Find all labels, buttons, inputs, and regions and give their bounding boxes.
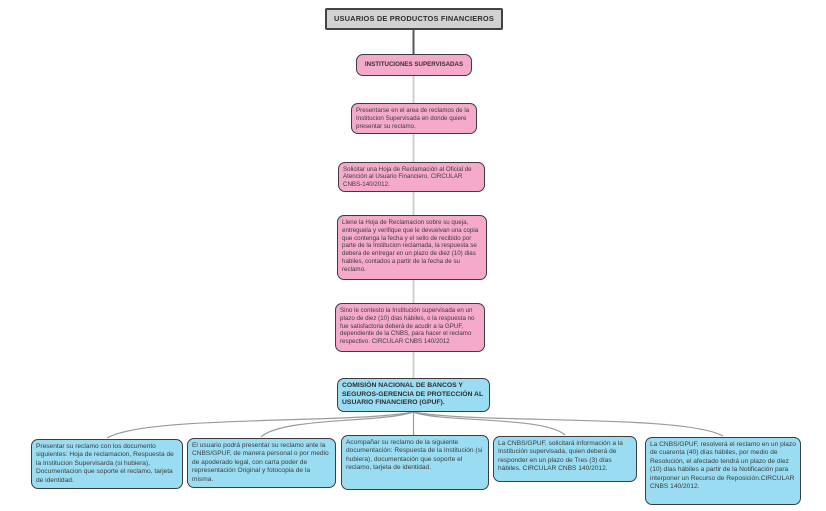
node-branch-solicitud-informacion-institucion[interactable]: La CNBS/GPUF, solicitará información a l… (493, 436, 637, 482)
node-instituciones-supervisadas[interactable]: INSTITUCIONES SUPERVISADAS (356, 54, 472, 76)
node-branch-presentar-personal-o-apoderado[interactable]: El usuario podrá presentar su reclamo an… (187, 438, 336, 489)
node-branch-resolucion-cuarenta-dias[interactable]: La CNBS/GPUF, resolverá el reclamo en un… (645, 437, 801, 505)
connector-gpuf-branch0 (106, 411, 414, 439)
connector-gpuf-branch4 (412, 411, 724, 437)
node-step-sin-respuesta-acudir-gpuf[interactable]: Sino le contesto la Institución supervis… (335, 303, 485, 352)
node-usuarios-productos-financieros[interactable]: USUARIOS DE PRODUCTOS FINANCIEROS (325, 8, 503, 30)
node-branch-acompanar-documentacion[interactable]: Acompañar su reclamo de la siguiente doc… (341, 435, 489, 490)
node-branch-presentar-reclamo-documentos[interactable]: Presentar su reclamo con los documento s… (31, 439, 183, 490)
node-step-llenar-hoja-reclamacion[interactable]: Llene la Hoja de Reclamacion sobre su qu… (337, 215, 487, 280)
node-step-presentarse-area-reclamos[interactable]: Presentarse en el area de reclamos de la… (351, 103, 477, 135)
connector-gpuf-branch1 (260, 411, 414, 438)
node-comision-nacional-gpuf[interactable]: COMISIÓN NACIONAL DE BANCOS Y SEGUROS-GE… (337, 378, 490, 412)
node-step-solicitar-hoja-reclamacion[interactable]: Solicitar una Hoja de Reclamación al Ofi… (338, 162, 485, 193)
connector-gpuf-branch3 (412, 411, 566, 436)
